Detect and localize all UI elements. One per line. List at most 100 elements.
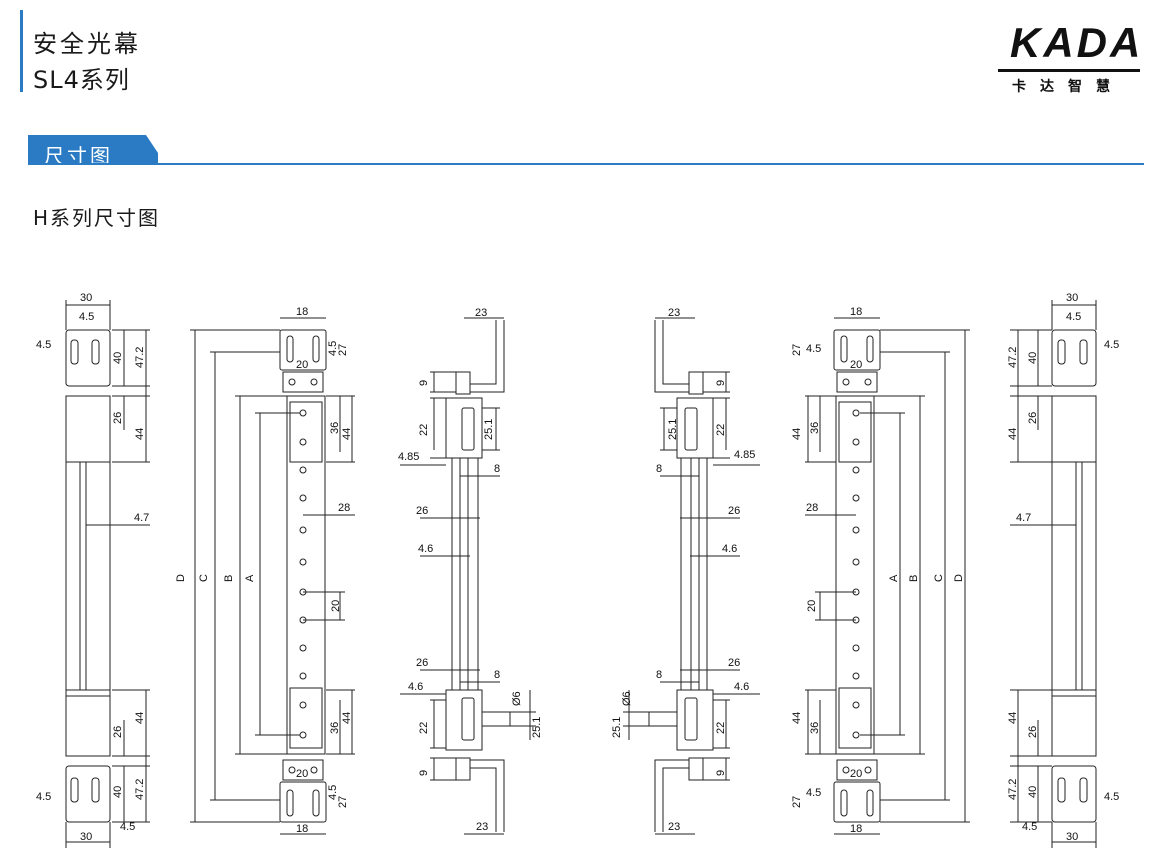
bottom-clamp bbox=[445, 689, 483, 751]
dim-label: 4.6 bbox=[418, 543, 433, 555]
dim-label-a: A bbox=[244, 574, 256, 582]
dim-label-b: B bbox=[223, 575, 235, 582]
upper-window bbox=[838, 401, 872, 463]
bottom-bracket bbox=[279, 781, 327, 823]
dim-label: 40 bbox=[112, 352, 124, 364]
logo-subtitle: 卡达智慧 bbox=[1012, 79, 1124, 95]
bracket-slot bbox=[91, 339, 100, 365]
dim-label: 22 bbox=[418, 722, 430, 734]
dim-label-c: C bbox=[198, 574, 210, 582]
bottom-cap bbox=[65, 689, 111, 757]
angle-clip bbox=[455, 371, 471, 395]
dim-label: 4.7 bbox=[1016, 512, 1031, 524]
dim-label-b: B bbox=[908, 575, 920, 582]
dim-label: 4.5 bbox=[36, 339, 51, 351]
dim-label: 26 bbox=[728, 505, 740, 517]
section-subtitle: H系列尺寸图 bbox=[33, 206, 161, 230]
dim-label: 30 bbox=[1066, 831, 1078, 843]
dim-label: 47.2 bbox=[1007, 779, 1019, 800]
dim-label: 23 bbox=[476, 821, 488, 833]
dim-label: 26 bbox=[728, 657, 740, 669]
view-profile-left bbox=[400, 317, 536, 835]
series-title: SL4系列 bbox=[33, 66, 130, 94]
angle-clip bbox=[455, 757, 471, 781]
dim-label: 9 bbox=[418, 770, 430, 776]
dim-label: 36 bbox=[329, 422, 341, 434]
light-curtain-body bbox=[835, 395, 875, 755]
bottom-bracket bbox=[833, 781, 881, 823]
dim-label: 4.6 bbox=[734, 681, 749, 693]
dim-label: 25.1 bbox=[667, 419, 679, 440]
dim-label: 4.5 bbox=[327, 341, 339, 356]
dim-label: 4.5 bbox=[120, 821, 135, 833]
dim-label-a: A bbox=[888, 574, 900, 582]
dim-label: 20 bbox=[296, 768, 308, 780]
dim-label: 40 bbox=[112, 786, 124, 798]
dim-label: 26 bbox=[1027, 726, 1039, 738]
dim-label: 18 bbox=[850, 306, 862, 318]
dim-label: Ø6 bbox=[511, 691, 523, 706]
dim-label: 25.1 bbox=[483, 419, 495, 440]
dim-label: 4.5 bbox=[327, 785, 339, 800]
dim-label: 8 bbox=[656, 669, 662, 681]
dim-label: 4.5 bbox=[1104, 791, 1119, 803]
dim-label: 44 bbox=[134, 428, 146, 440]
dim-label: 4.5 bbox=[36, 791, 51, 803]
dim-label: 20 bbox=[296, 359, 308, 371]
light-curtain-body bbox=[1051, 395, 1097, 697]
top-cap bbox=[1051, 395, 1097, 463]
dim-label-c: C bbox=[933, 574, 945, 582]
header-accent-bar bbox=[20, 10, 23, 92]
dim-label: Ø6 bbox=[621, 691, 633, 706]
dim-label: 26 bbox=[416, 657, 428, 669]
view-side-right bbox=[1010, 300, 1097, 848]
dim-label: 25.1 bbox=[611, 717, 623, 738]
top-cap bbox=[65, 395, 111, 463]
top-bracket bbox=[65, 329, 111, 387]
dim-label: 44 bbox=[1007, 712, 1019, 724]
bottom-bracket bbox=[65, 765, 111, 823]
dim-label: 8 bbox=[494, 669, 500, 681]
dim-label: 4.6 bbox=[722, 543, 737, 555]
cable-gland bbox=[481, 711, 511, 727]
view-profile-right bbox=[623, 317, 760, 835]
dim-label: 30 bbox=[80, 831, 92, 843]
dim-label: 8 bbox=[494, 463, 500, 475]
top-clip bbox=[282, 371, 324, 393]
bottom-bracket bbox=[1051, 765, 1097, 823]
dim-label: 9 bbox=[715, 380, 727, 386]
dim-label: 25.1 bbox=[531, 717, 543, 738]
dim-label: 4.85 bbox=[398, 451, 419, 463]
dim-label: 9 bbox=[418, 380, 430, 386]
dim-label: 23 bbox=[475, 307, 487, 319]
dim-label: 18 bbox=[296, 823, 308, 835]
dim-label: 26 bbox=[112, 726, 124, 738]
dim-label: 4.5 bbox=[79, 311, 94, 323]
page-title: 安全光幕 bbox=[33, 30, 141, 58]
dim-label: 8 bbox=[656, 463, 662, 475]
dim-label: 47.2 bbox=[134, 347, 146, 368]
upper-window bbox=[289, 401, 323, 463]
dim-label: 26 bbox=[1027, 412, 1039, 424]
dim-label: 4.5 bbox=[1066, 311, 1081, 323]
dim-label: 20 bbox=[330, 600, 342, 612]
dim-label: 26 bbox=[416, 505, 428, 517]
dim-label: 23 bbox=[668, 821, 680, 833]
dim-label: 9 bbox=[715, 770, 727, 776]
top-clamp bbox=[676, 397, 714, 459]
dim-label: 4.5 bbox=[1104, 339, 1119, 351]
dim-label: 27 bbox=[791, 796, 803, 808]
profile-body bbox=[680, 457, 708, 691]
dim-label-d: D bbox=[953, 574, 965, 582]
bottom-clamp bbox=[676, 689, 714, 751]
bottom-clip bbox=[836, 759, 878, 781]
profile-body bbox=[451, 457, 479, 691]
dim-label: 4.7 bbox=[134, 512, 149, 524]
dim-label: 47.2 bbox=[1007, 347, 1019, 368]
dim-label: 4.5 bbox=[806, 787, 821, 799]
dim-label: 44 bbox=[341, 712, 353, 724]
top-clamp bbox=[445, 397, 483, 459]
top-bracket bbox=[1051, 329, 1097, 387]
bottom-clip bbox=[282, 759, 324, 781]
